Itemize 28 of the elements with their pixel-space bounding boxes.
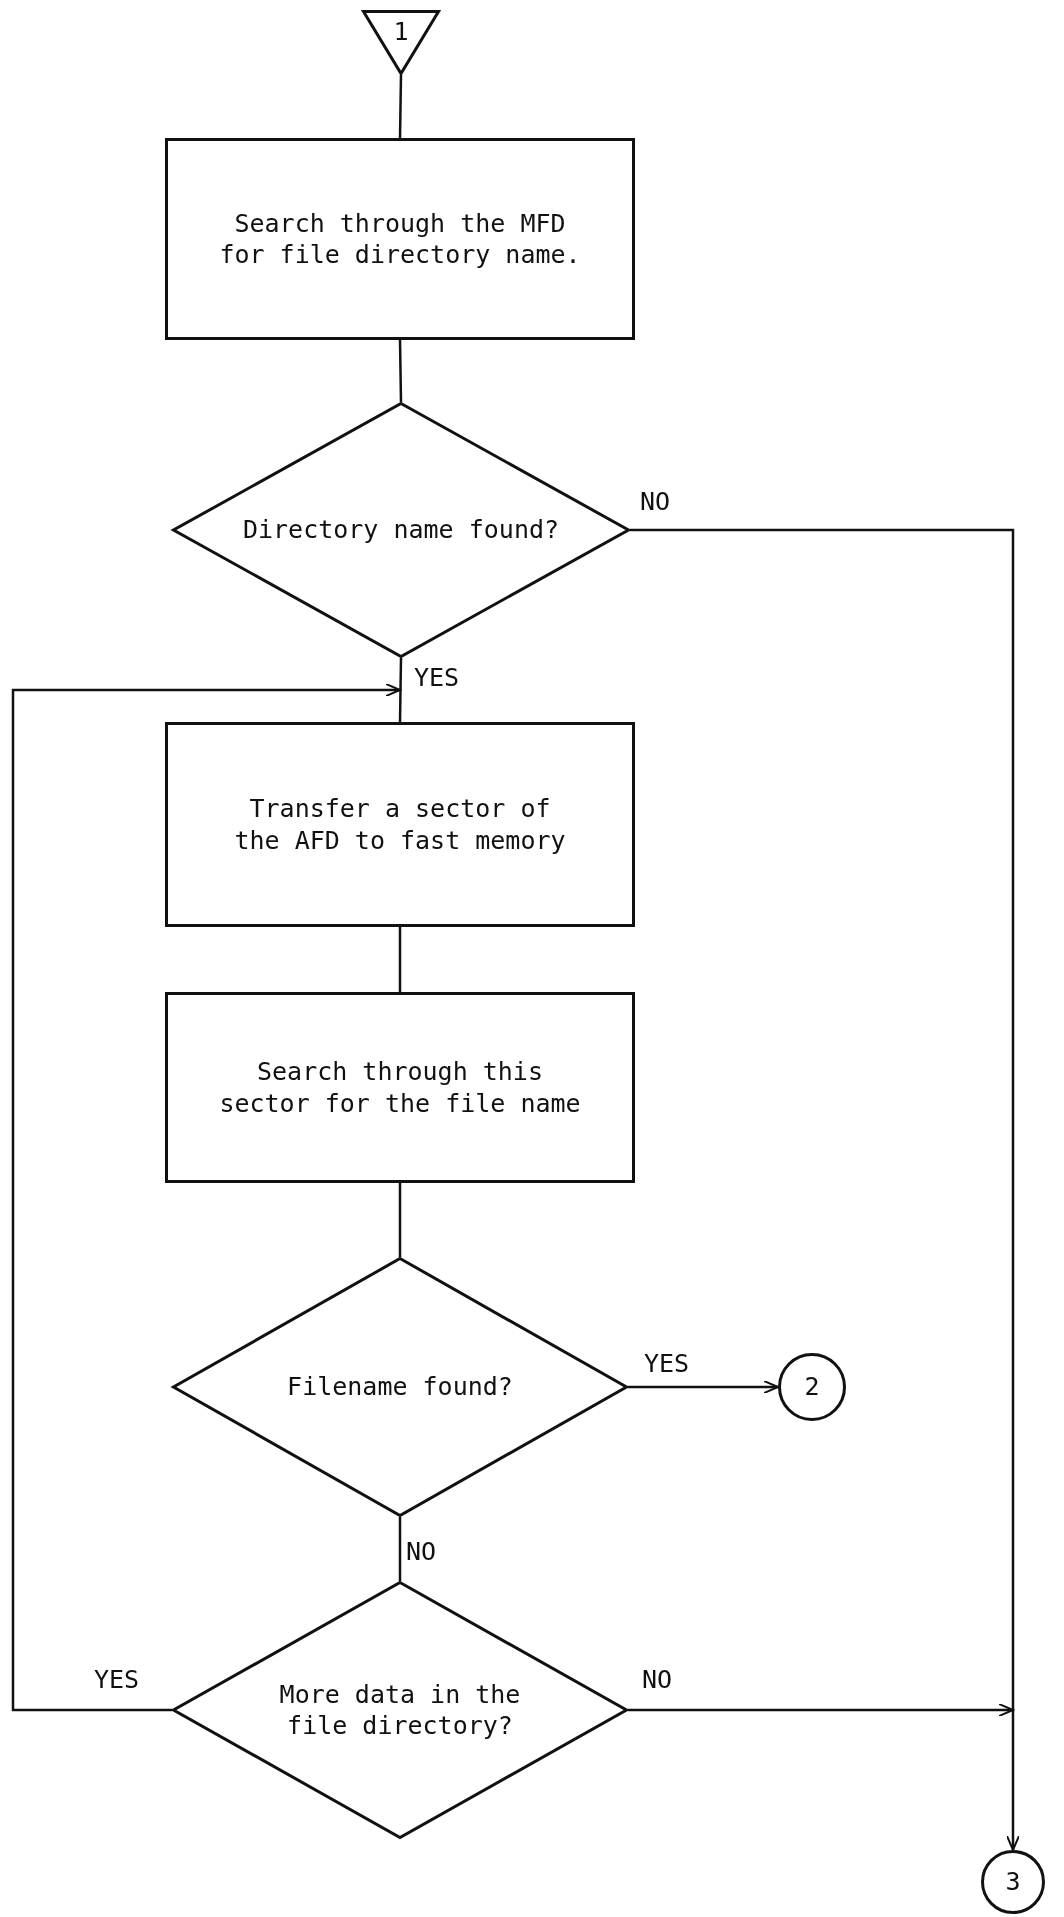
connector-triangle bbox=[362, 10, 440, 75]
connector-line bbox=[398, 927, 402, 992]
process-box bbox=[165, 992, 635, 1183]
connector-line bbox=[628, 1380, 779, 1394]
connector-circle bbox=[778, 1353, 846, 1421]
process-text: Search through this sector for the file name bbox=[218, 1056, 582, 1119]
process-text: Transfer a sector of the AFD to fast memory bbox=[233, 793, 567, 856]
process-box bbox=[165, 722, 635, 927]
connector-number: 2 bbox=[804, 1371, 820, 1403]
decision-text: Filename found? bbox=[287, 1371, 513, 1403]
decision-diamond bbox=[172, 1257, 628, 1517]
connector-circle bbox=[981, 1850, 1045, 1914]
connector-line bbox=[630, 528, 1020, 1851]
process-text: Search through the MFD for file directory name. bbox=[218, 207, 582, 271]
decision-diamond bbox=[172, 402, 630, 658]
connector-line bbox=[398, 339, 403, 403]
connector-line bbox=[11, 683, 401, 1712]
connector-line bbox=[628, 1703, 1014, 1717]
connector-line bbox=[398, 657, 403, 723]
connector-number: 3 bbox=[1005, 1866, 1021, 1898]
process-box bbox=[165, 138, 635, 340]
decision-text: Directory name found? bbox=[242, 514, 560, 546]
connector-line bbox=[398, 1183, 402, 1257]
decision-text: More data in the file directory? bbox=[278, 1678, 522, 1742]
connector-number: 1 bbox=[393, 15, 409, 48]
decision-diamond bbox=[172, 1581, 628, 1839]
connector-line bbox=[398, 1517, 402, 1581]
connector-line bbox=[398, 74, 403, 139]
